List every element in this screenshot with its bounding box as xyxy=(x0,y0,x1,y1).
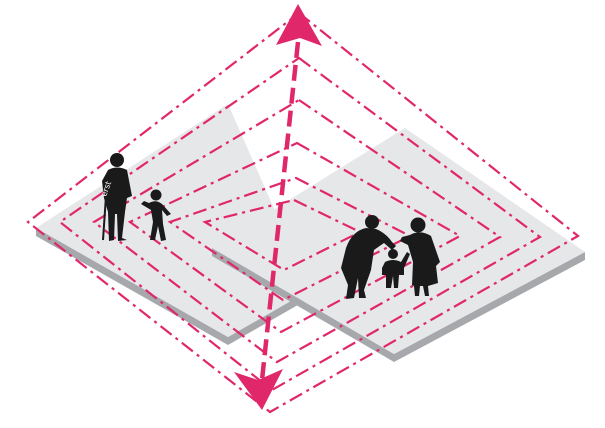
diagram-canvas: erst xyxy=(0,0,605,428)
isometric-diagram: erst xyxy=(0,0,605,428)
